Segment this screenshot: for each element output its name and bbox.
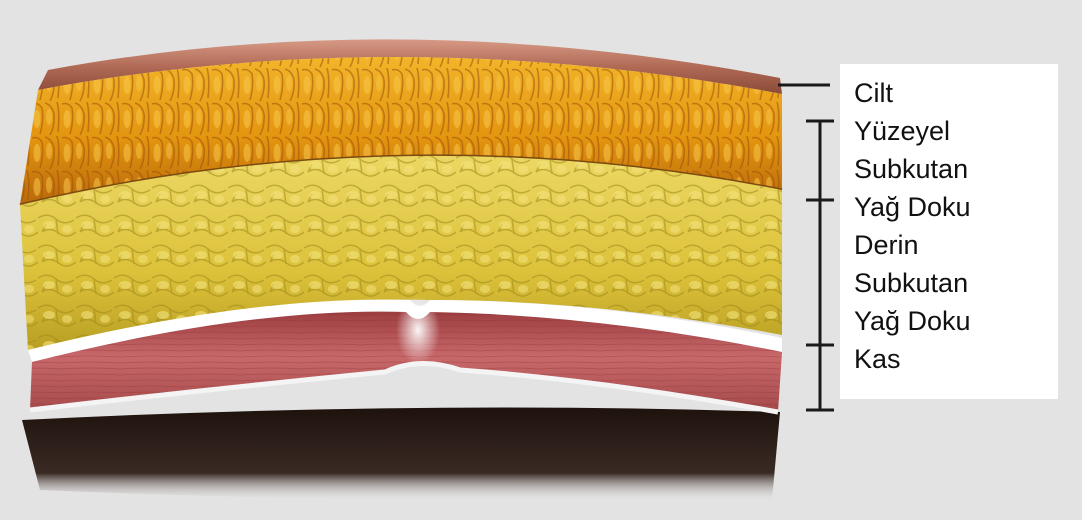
label-yag-doku-2: Yağ Doku [854,302,1058,340]
drop-shadow [22,408,780,502]
label-cilt: Cilt [854,74,1058,112]
label-kas: Kas [854,340,1058,378]
label-yag-doku-1: Yağ Doku [854,188,1058,226]
midline-raphe [396,296,440,364]
label-yuzeyel: Yüzeyel [854,112,1058,150]
label-derin: Derin [854,226,1058,264]
layer-legend-box: Cilt Yüzeyel Subkutan Yağ Doku Derin Sub… [840,64,1058,399]
label-subkutan-1: Subkutan [854,150,1058,188]
label-subkutan-2: Subkutan [854,264,1058,302]
layer-bracket [778,85,834,410]
